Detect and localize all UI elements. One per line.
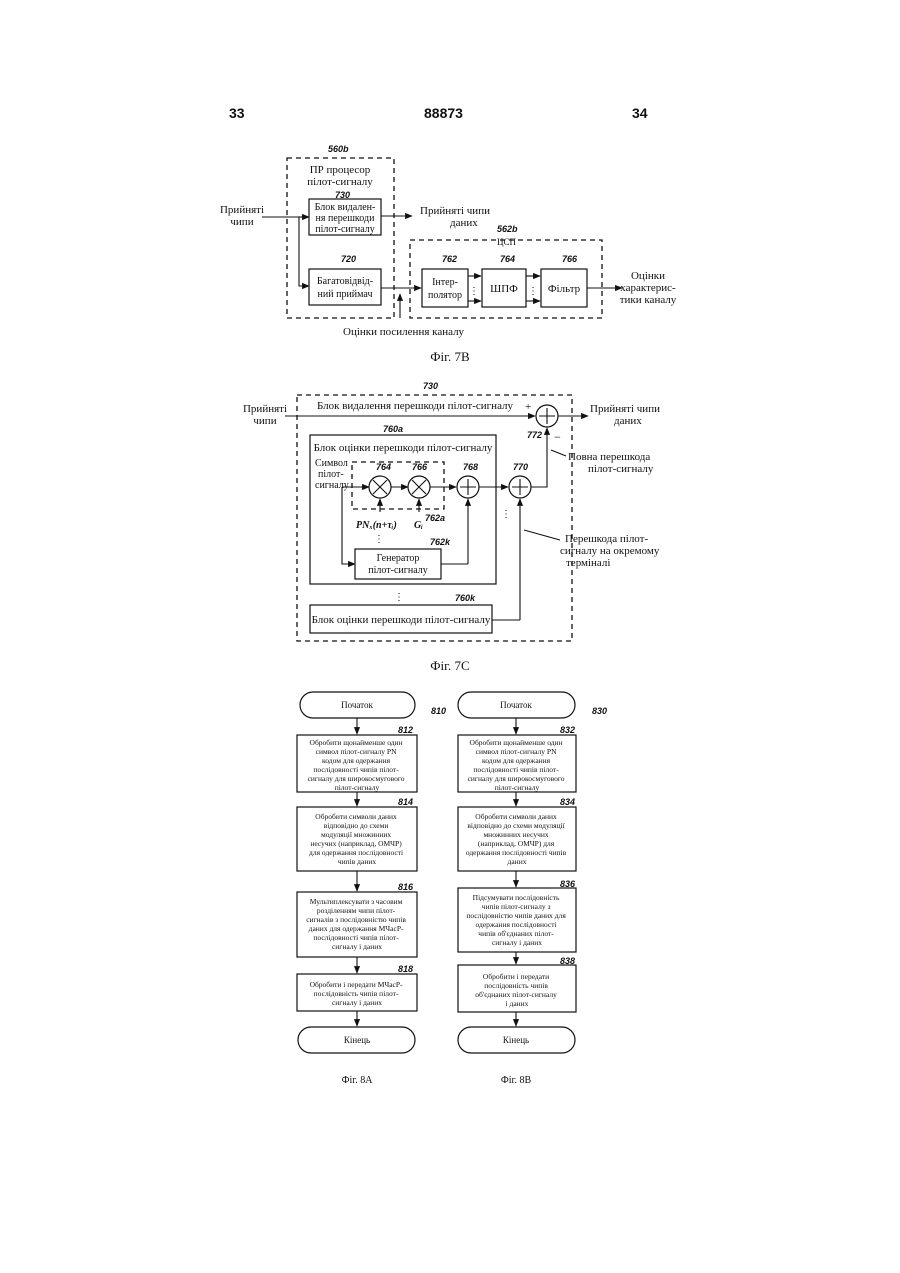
ref-764: 764	[500, 254, 515, 264]
ref-770: 770	[513, 462, 528, 472]
ref-760k: 760k	[455, 593, 476, 603]
ref-832: 832	[560, 725, 575, 735]
full-interference-2: пілот-сигналу	[588, 463, 654, 475]
estimator-title-k: Блок оцінки перешкоди пілот-сигналу	[312, 614, 491, 626]
filter-text: Фільтр	[548, 283, 581, 295]
ref-766: 766	[412, 462, 428, 472]
interpolator-text-2: полятор	[428, 290, 462, 301]
figure-8b: Початок 830 832 Обробити щонайменше один…	[458, 692, 607, 1086]
ellipsis-gen: ⋮	[374, 534, 384, 545]
ref-818: 818	[398, 964, 413, 974]
output-label-3: тики каналу	[620, 294, 677, 306]
symbol-label-3: сигналу	[315, 480, 349, 491]
canceller-title: Блок видалення перешкоди пілот-сигналу	[317, 400, 514, 412]
ref-760a: 760a	[383, 424, 403, 434]
output-label-2: характерис-	[620, 282, 676, 294]
generator-text-2: пілот-сигналу	[368, 565, 427, 576]
estimator-title-a: Блок оцінки перешкоди пілот-сигналу	[314, 442, 493, 454]
fig-8a-caption: Фіг. 8A	[342, 1075, 374, 1086]
ref-560b: 560b	[328, 144, 349, 154]
plus-sign: +	[525, 401, 531, 413]
canceller-text-2: ня перешкоди	[316, 213, 376, 224]
terminal-interference-1: Перешкода пілот-	[565, 533, 648, 545]
ellipsis-770: ⋮	[501, 509, 511, 520]
input-label-2: чипи	[230, 216, 253, 228]
terminal-interference-2: сигналу на окремому	[560, 545, 660, 557]
ref-816: 816	[398, 882, 414, 892]
ref-562b: 562b	[497, 224, 518, 234]
processor-title-1: ПР процесор	[310, 164, 371, 176]
dsp-label: ЦСП	[497, 237, 517, 247]
output-label-1: Оцінки	[631, 270, 665, 282]
ref-766: 766	[562, 254, 578, 264]
ref-762a: 762a	[425, 513, 445, 523]
ref-772: 772	[527, 430, 542, 440]
ref-762: 762	[442, 254, 457, 264]
symbol-label-2: пілот-	[318, 469, 344, 480]
ref-834: 834	[560, 797, 575, 807]
fig-7c-caption: Фіг. 7C	[430, 658, 469, 673]
terminal-interference-3: терміналі	[566, 557, 610, 569]
ref-830: 830	[592, 706, 607, 716]
full-leader	[551, 450, 566, 456]
fft-text: ШПФ	[490, 283, 518, 295]
data-chips-label-1: Прийняті чипи	[420, 205, 490, 217]
interpolator-block	[422, 269, 468, 307]
fig-8b-caption: Фіг. 8B	[501, 1075, 532, 1086]
gi-label: Gᵢ	[414, 520, 423, 531]
branch-to-receiver	[299, 217, 309, 286]
receiver-text-2: ний приймач	[318, 289, 373, 300]
end-label: Кінець	[344, 1035, 370, 1045]
ref-814: 814	[398, 797, 413, 807]
start-label: Початок	[500, 700, 532, 710]
ref-764: 764	[376, 462, 391, 472]
output-label-2: даних	[614, 415, 642, 427]
start-label: Початок	[341, 700, 373, 710]
data-chips-label-2: даних	[450, 217, 478, 229]
canceller-text-3: пілот-сигналу	[315, 224, 374, 235]
input-label-2: чипи	[253, 415, 276, 427]
ref-812: 812	[398, 725, 413, 735]
ellipsis-768: ⋮	[463, 500, 473, 511]
canceller-text-1: Блок видален-	[315, 202, 376, 213]
ref-720: 720	[341, 254, 356, 264]
receiver-text-1: Багатовідвід-	[317, 276, 373, 287]
ellipsis-estimators: ⋮	[394, 592, 404, 603]
interpolator-text-1: Інтер-	[432, 277, 458, 288]
full-interference-1: Повна перешкода	[568, 451, 650, 463]
fig-7b-caption: Фіг. 7B	[430, 349, 470, 364]
ref-768: 768	[463, 462, 478, 472]
pn-label: PNₓ(n+τᵢ)	[356, 520, 397, 531]
symbol-label-1: Символ	[315, 458, 348, 469]
gain-label: Оцінки посилення каналу	[343, 326, 465, 338]
input-label-1: Прийняті	[243, 403, 287, 415]
generator-text-1: Генератор	[377, 553, 420, 564]
ellipsis-2: ⋮	[528, 286, 538, 297]
figure-7c: 730 Блок видалення перешкоди пілот-сигна…	[243, 381, 660, 673]
terminal-leader	[524, 530, 560, 540]
figure-8a: Початок 810 812 Обробити щонайменше один…	[297, 692, 446, 1086]
ref-810: 810	[431, 706, 446, 716]
ref-762k: 762k	[430, 537, 451, 547]
ref-730-outer: 730	[423, 381, 438, 391]
ellipsis-1: ⋮	[469, 286, 479, 297]
processor-title-2: пілот-сигналу	[307, 176, 373, 188]
minus-sign: −	[554, 430, 561, 444]
figure-7b: 560b ПР процесор пілот-сигналу Прийняті …	[220, 144, 677, 364]
input-label-1: Прийняті	[220, 204, 264, 216]
output-label-1: Прийняті чипи	[590, 403, 660, 415]
end-label: Кінець	[503, 1035, 529, 1045]
